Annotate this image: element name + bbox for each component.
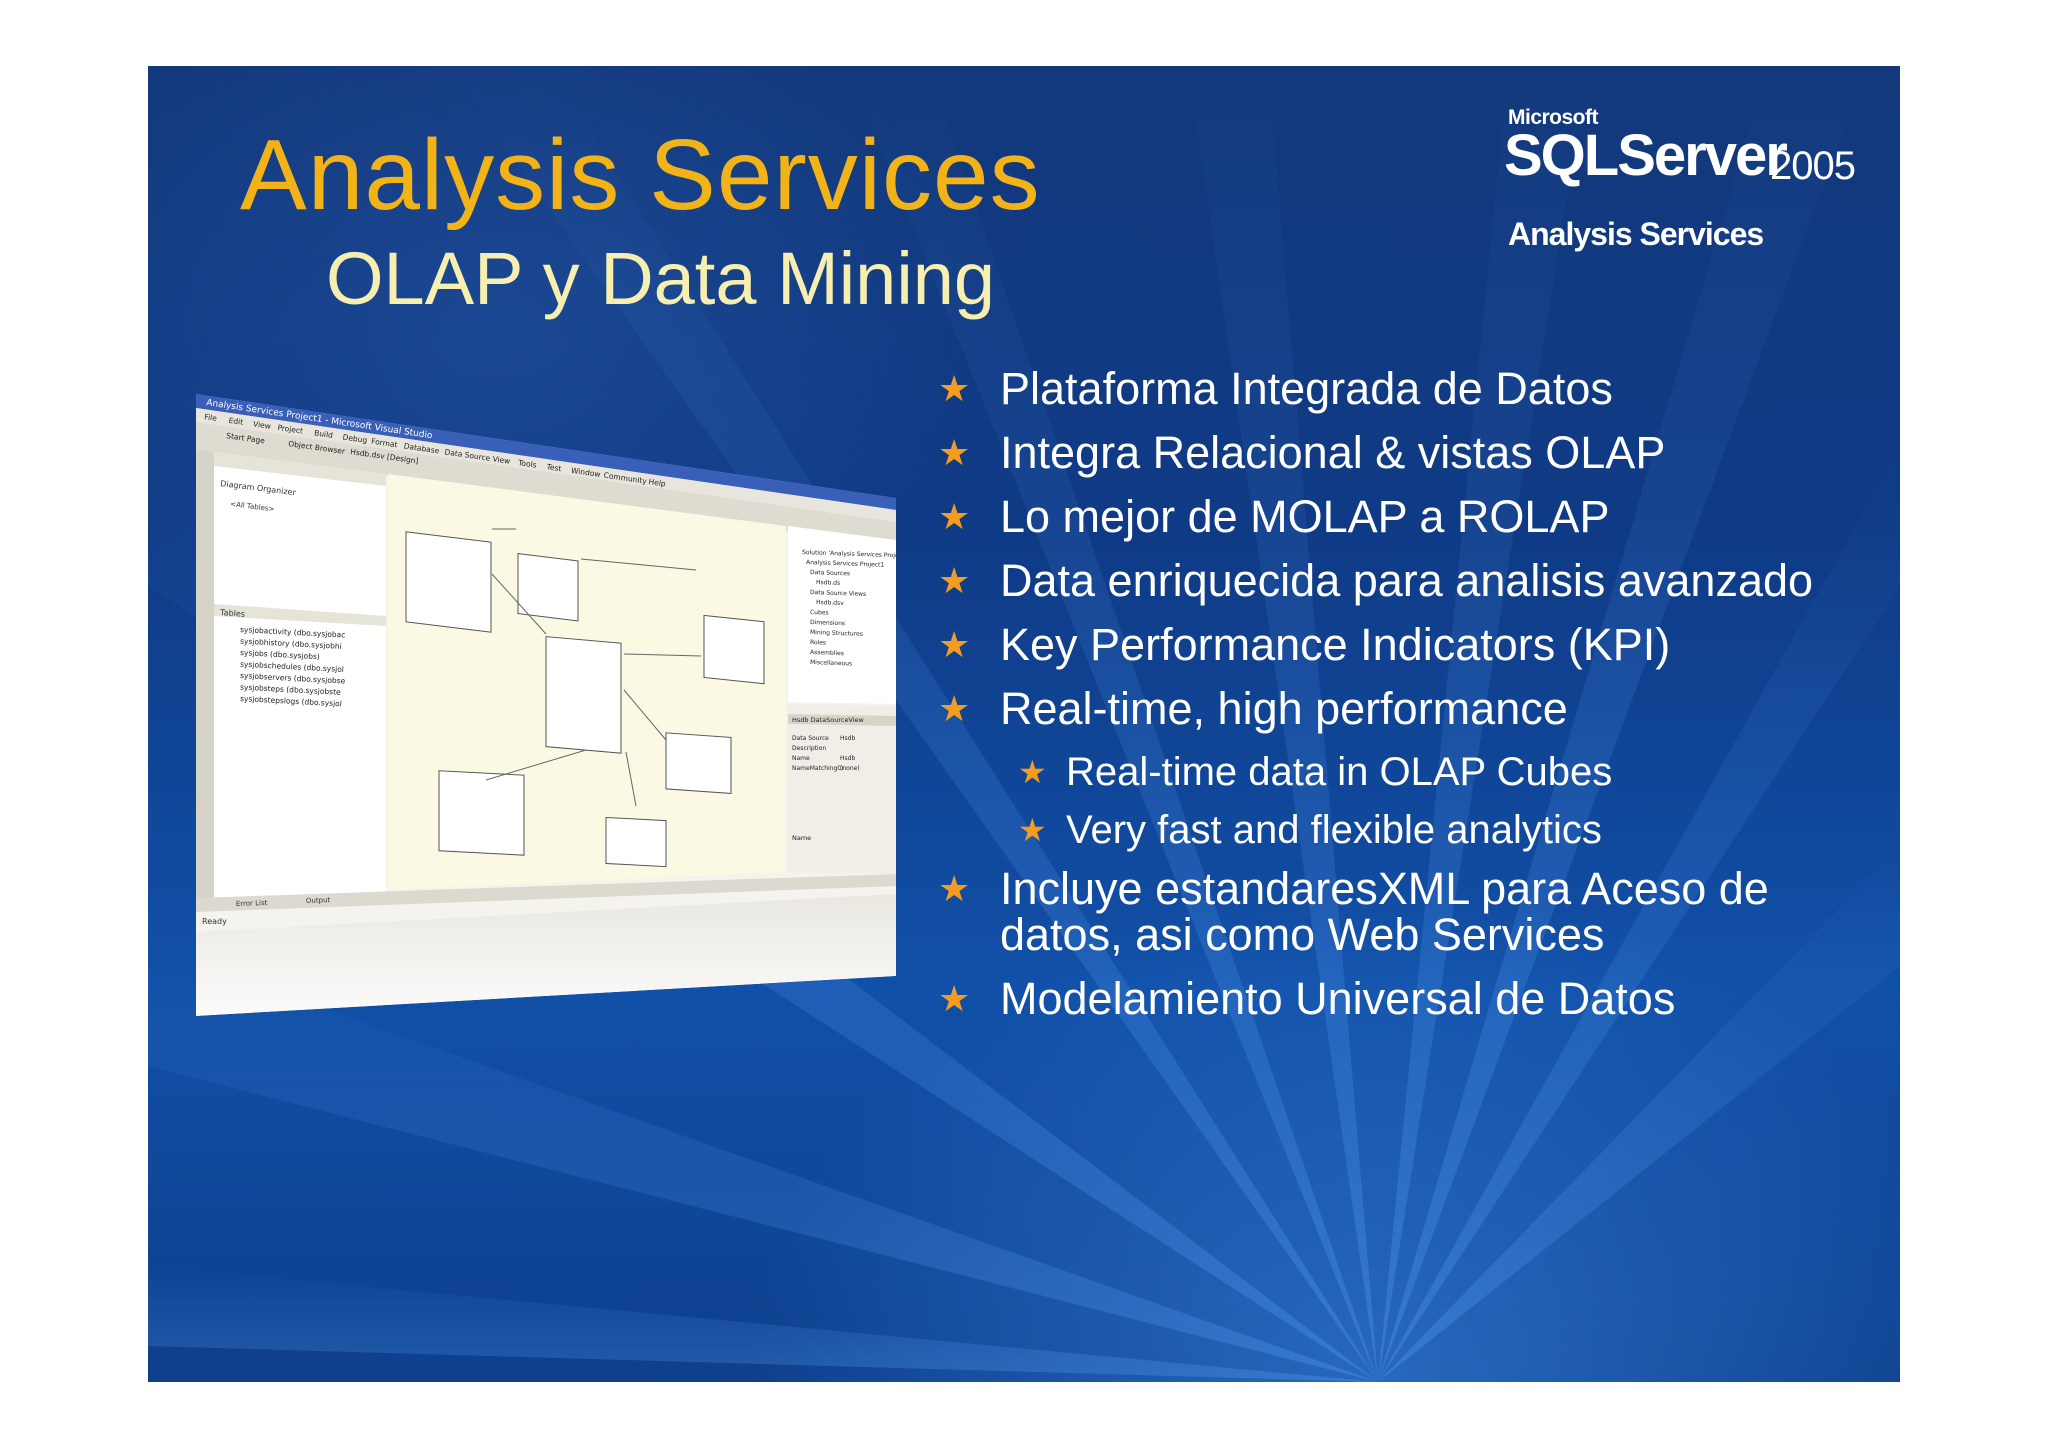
menu-item: Tools	[517, 458, 538, 470]
menu-item: Test	[545, 462, 562, 473]
visual-studio-screenshot: Analysis Services Project1 - Microsoft V…	[196, 394, 916, 1054]
menu-item: Window	[571, 466, 602, 479]
property-value: (none)	[840, 765, 860, 772]
bullet-item: ★ Plataforma Integrada de Datos	[938, 366, 1898, 412]
menu-item: Help	[648, 477, 666, 488]
menu-item: Format	[371, 437, 399, 450]
bullet-item: ★ Data enriquecida para analisis avanzado	[938, 558, 1898, 604]
tables-header: Tables	[219, 608, 245, 619]
menu-item: File	[204, 412, 218, 423]
bullet-text: Lo mejor de MOLAP a ROLAP	[1000, 491, 1610, 542]
star-icon: ★	[938, 978, 971, 1019]
table-list-item: sysjobs (dbo.sysjobs)	[240, 648, 320, 661]
solution-item: Solution 'Analysis Services Project1'	[802, 549, 910, 560]
slide: Analysis Services OLAP y Data Mining Mic…	[148, 66, 1900, 1382]
solution-item: Cubes	[810, 609, 829, 617]
menu-item: Project	[277, 423, 304, 436]
bullet-item: ★ Modelamiento Universal de Datos	[938, 976, 1898, 1022]
menu-item: Edit	[228, 416, 244, 427]
star-icon: ★	[938, 432, 971, 473]
properties-header: Hsdb DataSourceView	[792, 716, 865, 724]
background-rays	[148, 66, 1900, 1382]
solution-item: Dimensions	[810, 619, 845, 627]
bullet-text: Data enriquecida para analisis avanzado	[1000, 555, 1814, 606]
star-icon: ★	[938, 688, 971, 729]
slide-subtitle: OLAP y Data Mining	[326, 237, 996, 320]
solution-item: Analysis Services Project1	[806, 559, 885, 569]
bullet-item: ★ Real-time, high performance	[938, 686, 1898, 732]
bullet-text: Key Performance Indicators (KPI)	[1000, 619, 1671, 670]
bullet-text: Real-time data in OLAP Cubes	[1066, 750, 1613, 794]
property-value: Hsdb	[840, 755, 855, 762]
bullet-text: Modelamiento Universal de Datos	[1000, 973, 1676, 1024]
star-icon: ★	[938, 868, 971, 909]
property-name: Data Source	[792, 735, 829, 742]
star-icon: ★	[938, 560, 971, 601]
bullet-text: Very fast and flexible analytics	[1066, 808, 1602, 852]
bullet-list: ★ Plataforma Integrada de Datos ★ Integra R…	[938, 366, 1898, 1040]
solution-item: Miscellaneous	[810, 659, 852, 667]
bullet-text: Integra Relacional & vistas OLAP	[1000, 427, 1666, 478]
status-text: Ready	[202, 917, 227, 926]
bullet-item: ★ Integra Relacional & vistas OLAP	[938, 430, 1898, 476]
property-name: Name	[792, 755, 810, 762]
property-value: Hsdb	[840, 735, 855, 742]
output-tab: Output	[306, 896, 331, 905]
logo-microsoft: Microsoft	[1508, 106, 1599, 129]
bullet-text: Incluye estandaresXML para Aceso de dato…	[1000, 863, 1769, 960]
solution-item: Assemblies	[810, 649, 844, 657]
screenshot-image: Analysis Services Project1 - Microsoft V…	[196, 394, 910, 1016]
bullet-item: ★ Lo mejor de MOLAP a ROLAP	[938, 494, 1898, 540]
slide-title: Analysis Services	[240, 119, 1041, 231]
star-icon: ★	[938, 496, 971, 537]
solution-item: Data Sources	[810, 569, 850, 577]
property-name: Description	[792, 745, 826, 752]
star-icon: ★	[1018, 754, 1047, 790]
menu-item: Build	[314, 428, 334, 440]
solution-item: Hsdb.ds	[816, 579, 840, 587]
menu-item: View	[253, 419, 272, 430]
bullet-text: Real-time, high performance	[1000, 683, 1568, 734]
solution-item: Roles	[810, 639, 826, 647]
error-list-tab: Error List	[236, 899, 268, 908]
solution-item: Mining Structures	[810, 629, 863, 638]
bullet-item: ★ Incluye estandaresXML para Aceso de dat…	[938, 866, 1898, 958]
properties-footer: Name	[792, 834, 811, 842]
menu-item: Debug	[342, 432, 368, 445]
star-icon: ★	[938, 368, 971, 409]
sub-bullet-item: ★ Real-time data in OLAP Cubes	[1018, 750, 1898, 794]
property-name: NameMatchingCr	[792, 765, 844, 772]
bullet-item: ★ Key Performance Indicators (KPI)	[938, 622, 1898, 668]
sub-bullet-item: ★ Very fast and flexible analytics	[1018, 808, 1898, 852]
bullet-text: Plataforma Integrada de Datos	[1000, 363, 1613, 414]
logo-product: SQLServer	[1504, 123, 1788, 188]
sql-server-logo: Microsoft SQLServer 2005 Analysis Servic…	[1504, 106, 1888, 256]
solution-item: Hsdb.dsv	[816, 599, 844, 607]
star-icon: ★	[1018, 812, 1047, 848]
logo-edition: Analysis Services	[1508, 216, 1764, 252]
solution-item: Data Source Views	[810, 589, 866, 598]
logo-year: 2005	[1770, 144, 1856, 188]
star-icon: ★	[938, 624, 971, 665]
